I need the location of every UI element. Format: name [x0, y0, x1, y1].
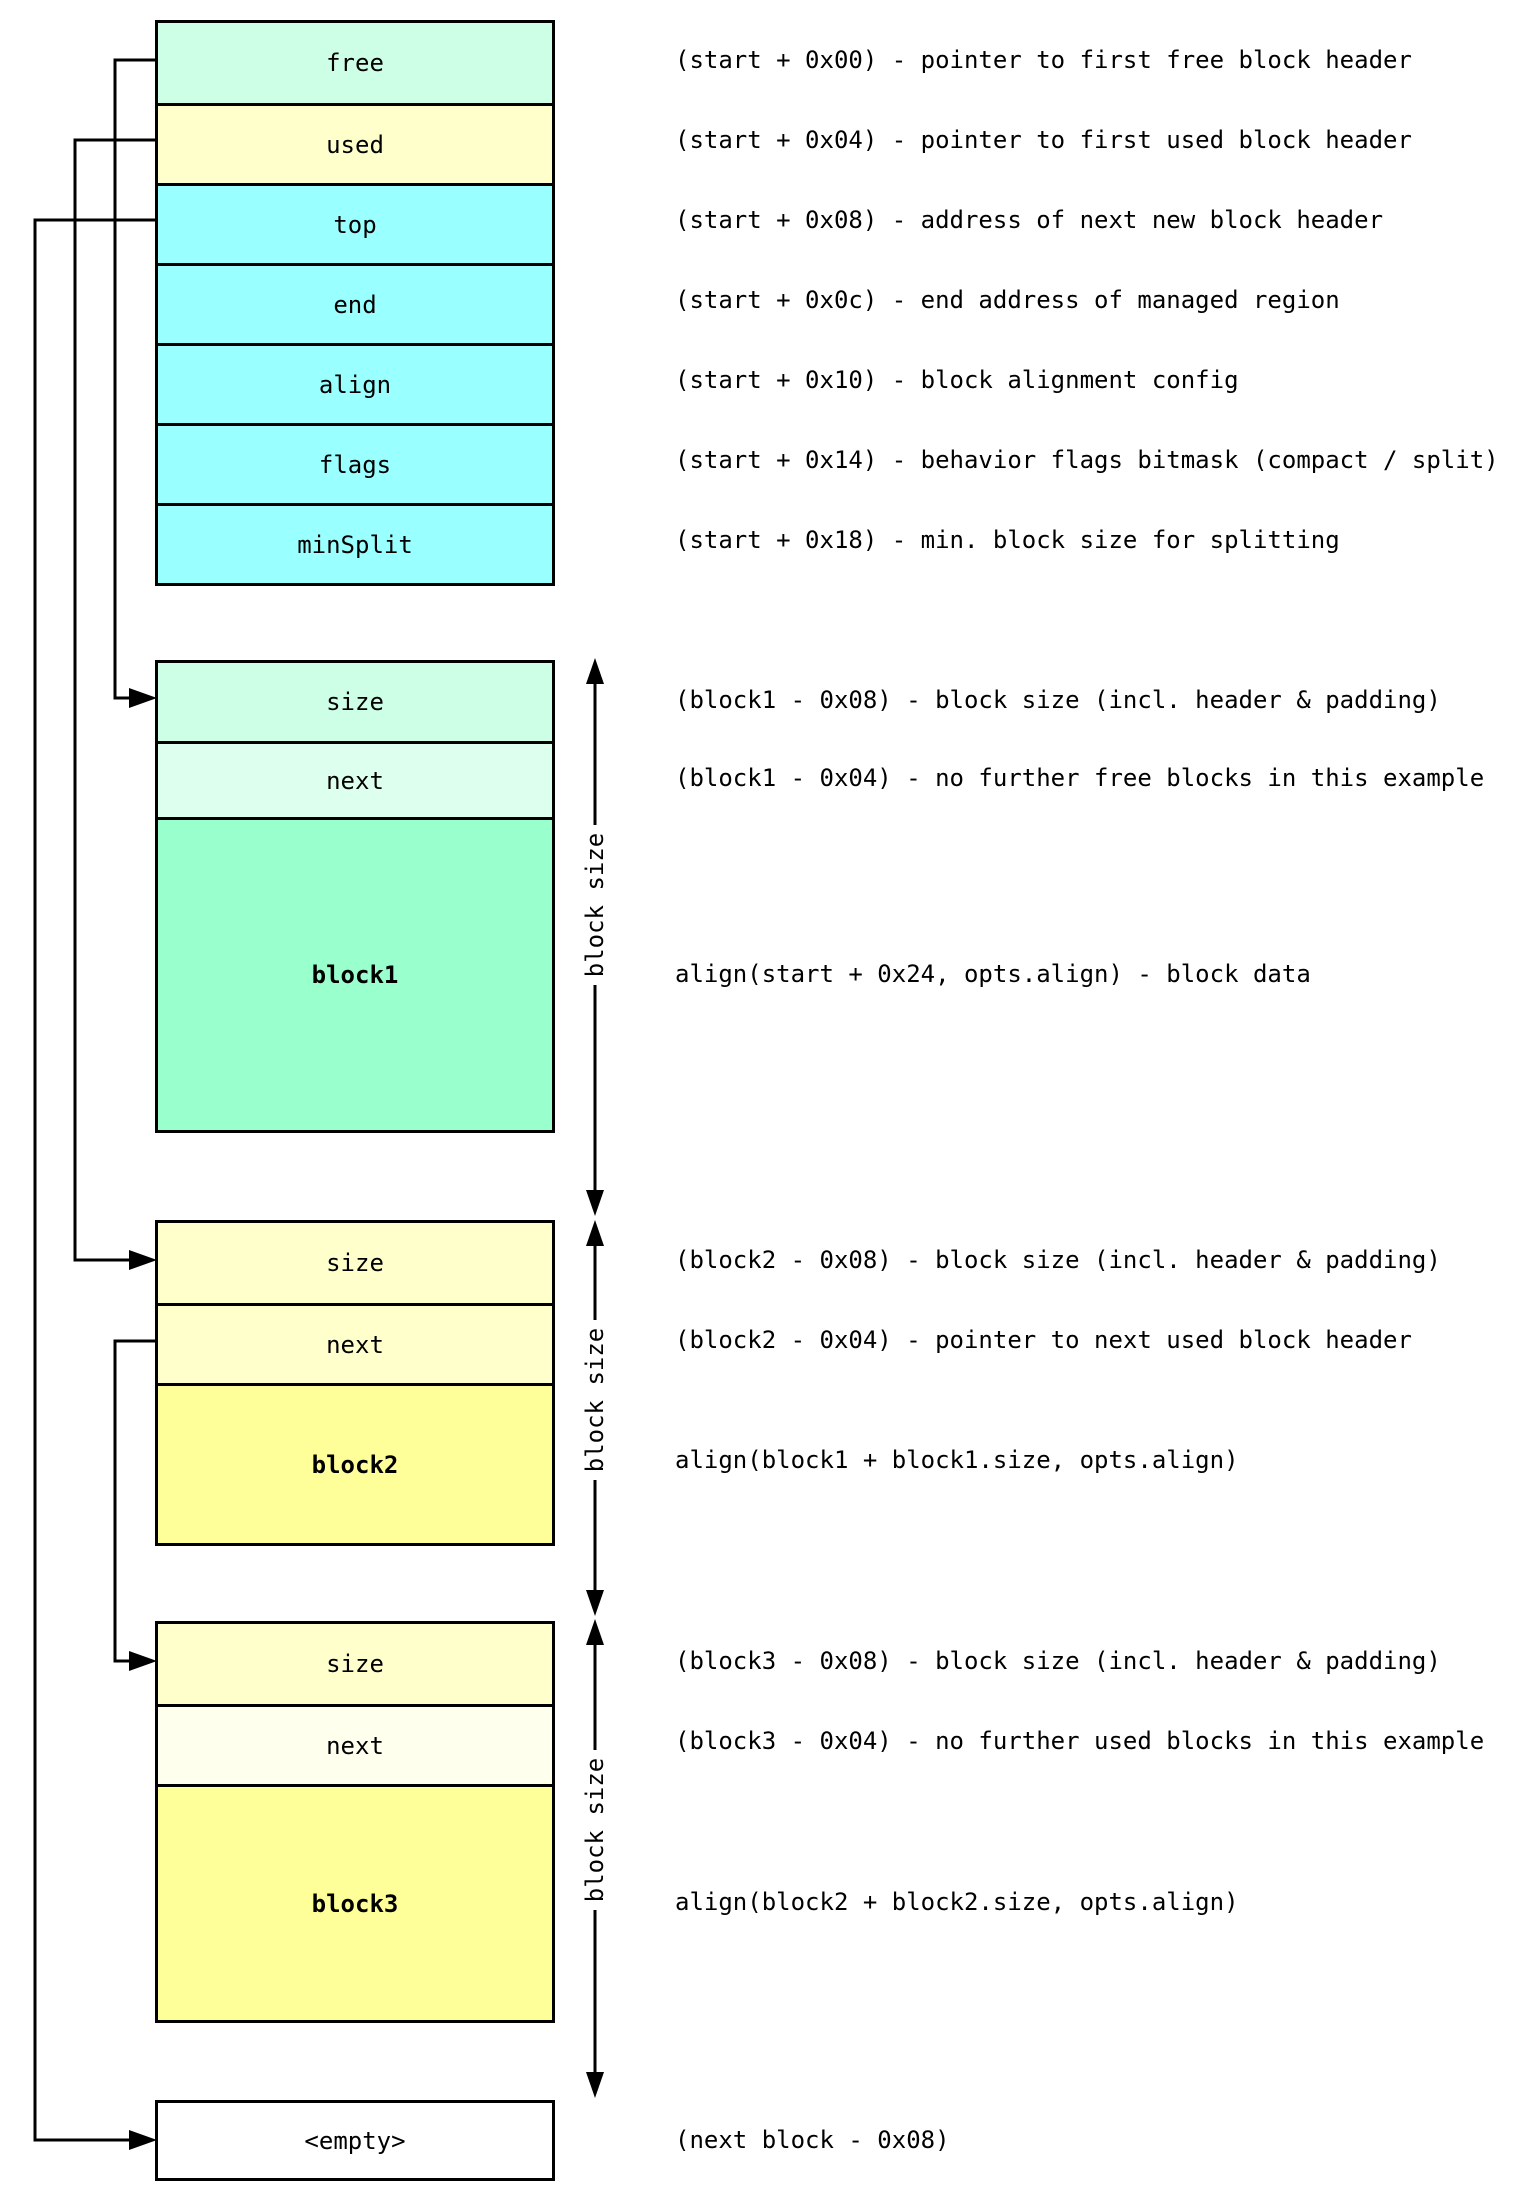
- annotation-minsplit: (start + 0x18) - min. block size for spl…: [675, 526, 1340, 554]
- arrowhead-into-empty: [129, 2130, 157, 2150]
- block2-next-row: next: [158, 1303, 552, 1383]
- annotation-block1-next: (block1 - 0x04) - no further free blocks…: [675, 764, 1485, 792]
- annotation-align: (start + 0x10) - block alignment config: [675, 366, 1239, 394]
- state-row-top: top: [158, 183, 552, 263]
- block3-box: size next block3: [155, 1621, 555, 2023]
- arrowhead-down-block1-span: [586, 1190, 604, 1216]
- arrowhead-up-block2-span: [586, 1220, 604, 1246]
- state-row-flags-label: flags: [318, 450, 392, 479]
- block1-box: size next block1: [155, 660, 555, 1133]
- empty-block-box: <empty>: [155, 2100, 555, 2181]
- block1-size-label: size: [326, 688, 384, 716]
- block1-size-row: size: [158, 663, 552, 741]
- block1-next-label: next: [326, 766, 384, 795]
- state-row-flags: flags: [158, 423, 552, 503]
- state-row-minsplit-label: minSplit: [297, 530, 413, 559]
- block2-size-span-label: block size: [578, 1320, 612, 1480]
- block3-size-span-label: block size: [578, 1750, 612, 1910]
- arrowhead-into-block3-size: [129, 1651, 157, 1671]
- block3-data-label: block3: [311, 1889, 399, 1918]
- annotation-used: (start + 0x04) - pointer to first used b…: [675, 126, 1412, 154]
- empty-block-label: <empty>: [304, 2126, 406, 2155]
- annotation-block3-size: (block3 - 0x08) - block size (incl. head…: [675, 1647, 1441, 1675]
- block2-box: size next block2: [155, 1220, 555, 1546]
- state-row-top-label: top: [333, 210, 377, 239]
- annotation-block3-next: (block3 - 0x04) - no further used blocks…: [675, 1727, 1485, 1755]
- state-row-used-label: used: [326, 130, 384, 159]
- state-row-free: free: [158, 23, 552, 103]
- block2-next-label: next: [326, 1330, 384, 1359]
- block3-size-label: size: [326, 1650, 384, 1678]
- block3-next-row: next: [158, 1704, 552, 1784]
- annotation-block2-size: (block2 - 0x08) - block size (incl. head…: [675, 1246, 1441, 1274]
- annotation-free: (start + 0x00) - pointer to first free b…: [675, 46, 1412, 74]
- block2-data-label: block2: [311, 1450, 399, 1479]
- block1-data-label: block1: [311, 961, 399, 989]
- annotation-empty-block: (next block - 0x08): [675, 2126, 950, 2154]
- state-row-end-label: end: [333, 290, 377, 319]
- pointer-line-used-to-block2: [73, 138, 155, 1262]
- state-row-used: used: [158, 103, 552, 183]
- annotation-flags: (start + 0x14) - behavior flags bitmask …: [675, 446, 1499, 474]
- pointer-line-top-to-empty: [33, 218, 155, 2142]
- arrowhead-up-block1-span: [586, 658, 604, 684]
- state-row-minsplit: minSplit: [158, 503, 552, 583]
- arrowhead-into-block1-size: [129, 688, 157, 708]
- block2-size-row: size: [158, 1223, 552, 1303]
- block3-data-row: block3: [158, 1784, 552, 2020]
- block1-data-row: block1: [158, 817, 552, 1130]
- state-row-align: align: [158, 343, 552, 423]
- annotation-end: (start + 0x0c) - end address of managed …: [675, 286, 1340, 314]
- annotation-top: (start + 0x08) - address of next new blo…: [675, 206, 1384, 234]
- annotation-block2-next: (block2 - 0x04) - pointer to next used b…: [675, 1326, 1412, 1354]
- annotation-block1-data: align(start + 0x24, opts.align) - block …: [675, 960, 1311, 988]
- state-row-free-label: free: [326, 49, 384, 77]
- annotation-block3-data: align(block2 + block2.size, opts.align): [675, 1888, 1239, 1916]
- state-row-end: end: [158, 263, 552, 343]
- pointer-line-free-to-block1: [113, 58, 155, 700]
- annotation-block2-data: align(block1 + block1.size, opts.align): [675, 1446, 1239, 1474]
- block1-size-span-label: block size: [578, 825, 612, 985]
- arrowhead-into-block2-size: [129, 1250, 157, 1270]
- arrowhead-down-block2-span: [586, 1590, 604, 1616]
- state-row-align-label: align: [318, 370, 392, 399]
- block2-data-row: block2: [158, 1383, 552, 1543]
- arrowhead-down-block3-span: [586, 2072, 604, 2098]
- allocator-state-table: free used top end align flags minSplit: [155, 20, 555, 586]
- annotation-block1-size: (block1 - 0x08) - block size (incl. head…: [675, 686, 1441, 714]
- block2-size-label: size: [326, 1249, 384, 1277]
- block3-size-row: size: [158, 1624, 552, 1704]
- arrowhead-up-block3-span: [586, 1619, 604, 1645]
- block1-next-row: next: [158, 741, 552, 817]
- block3-next-label: next: [326, 1731, 384, 1760]
- pointer-line-block2next-to-block3: [113, 1339, 155, 1663]
